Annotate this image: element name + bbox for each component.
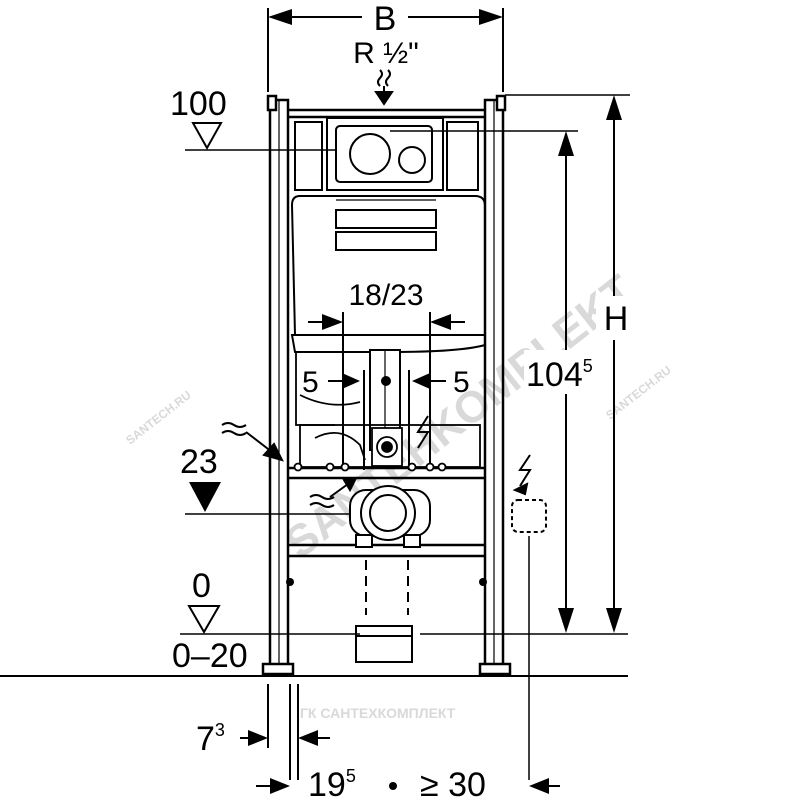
level-0-label: 0 — [192, 567, 211, 605]
min-distance-label: ≥ 30 — [420, 766, 486, 800]
distance-label: 195 — [308, 766, 356, 800]
offset-dimension — [328, 370, 446, 470]
electric-box-icon — [511, 454, 547, 780]
level-23-marker: 23 — [180, 443, 362, 515]
height-dimension — [505, 94, 630, 633]
spacing-dimension — [308, 312, 465, 470]
watermark-site-left: SANTECH.RU — [123, 388, 194, 447]
width-label: B — [374, 0, 397, 38]
cistern — [290, 117, 486, 353]
flush-plate — [335, 125, 578, 183]
drain-icon — [309, 476, 358, 508]
distance-dimension — [256, 684, 560, 794]
watermark-brand: SANTEHKOMPLEKT — [276, 266, 643, 568]
mechanism — [293, 352, 481, 472]
watermark-footer: ГК САНТЕХКОМПЛЕКТ — [300, 705, 456, 721]
drain-pipe — [355, 560, 413, 663]
level-100-label: 100 — [170, 85, 227, 123]
depth-dimension — [240, 684, 330, 780]
floor-range-label: 0–20 — [172, 637, 248, 675]
offset-right-label: 5 — [453, 366, 470, 399]
water-inlet-icon — [374, 69, 394, 106]
spacing-label: 18/23 — [348, 279, 423, 312]
level-0-marker: 0 — [180, 567, 628, 635]
total-height-label: 1045 — [526, 356, 593, 394]
level-23-label: 23 — [180, 443, 218, 481]
depth-label: 73 — [196, 720, 225, 758]
waste-outlet — [349, 485, 431, 548]
level-100-marker: 100 — [170, 85, 390, 151]
offset-left-label: 5 — [302, 366, 319, 399]
water-side-icon — [221, 422, 284, 462]
electric-icon — [416, 415, 430, 449]
height-label: H — [604, 300, 629, 338]
thread-label: R ½" — [353, 37, 419, 70]
frame — [261, 94, 512, 676]
